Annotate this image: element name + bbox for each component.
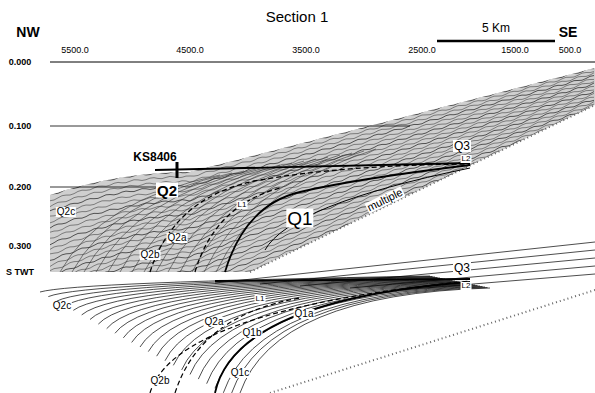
seismic-ground <box>50 68 595 272</box>
unit-label: Q2b <box>150 376 171 386</box>
unit-label: Q2a <box>167 233 188 243</box>
unit-label: Q2c <box>52 301 72 311</box>
section-title: Section 1 <box>266 9 329 24</box>
axis-label: 5500.0 <box>61 46 89 55</box>
unit-label: Q3 <box>453 262 471 274</box>
axis-label: SE <box>559 25 578 39</box>
axis-label: 4500.0 <box>176 46 204 55</box>
interpretation-lines <box>150 105 595 272</box>
axis-label: 0.000 <box>9 58 32 67</box>
axis-label: 0.200 <box>9 183 32 192</box>
line-drawing <box>40 242 595 393</box>
unit-label: L1 <box>255 295 266 303</box>
axis-line <box>50 62 595 63</box>
axis-label: 1500.0 <box>501 46 529 55</box>
axis-label: S TWT <box>6 268 34 277</box>
unit-label: Q1a <box>294 309 315 319</box>
grid-line <box>50 126 410 127</box>
axis-label: 0.300 <box>9 242 32 251</box>
unit-label: Q1 <box>286 209 313 228</box>
unit-label: Q1b <box>242 328 263 338</box>
scale-bar <box>437 40 555 43</box>
axis-label: 5 Km <box>482 22 510 34</box>
axis-label: 0.100 <box>9 122 32 131</box>
unit-label: L2 <box>461 282 472 290</box>
unit-label: L2 <box>461 155 472 163</box>
unit-label: Q2a <box>204 317 225 327</box>
unit-label: Q2b <box>140 250 161 260</box>
unit-label: Q3 <box>453 140 471 152</box>
unit-label: Q2c <box>56 207 76 217</box>
unit-label: Q1c <box>230 368 250 378</box>
axis-label: NW <box>16 25 39 39</box>
unit-label: multiple <box>365 186 406 213</box>
seismic-reflectors <box>50 69 594 393</box>
axis-label: 3500.0 <box>292 46 320 55</box>
axis-label: 500.0 <box>559 46 582 55</box>
axis-label: 2500.0 <box>408 46 436 55</box>
unit-label: KS8406 <box>133 151 176 163</box>
unit-label: Q2 <box>156 183 178 198</box>
well-marker <box>176 162 179 178</box>
unit-label: L1 <box>237 201 248 209</box>
